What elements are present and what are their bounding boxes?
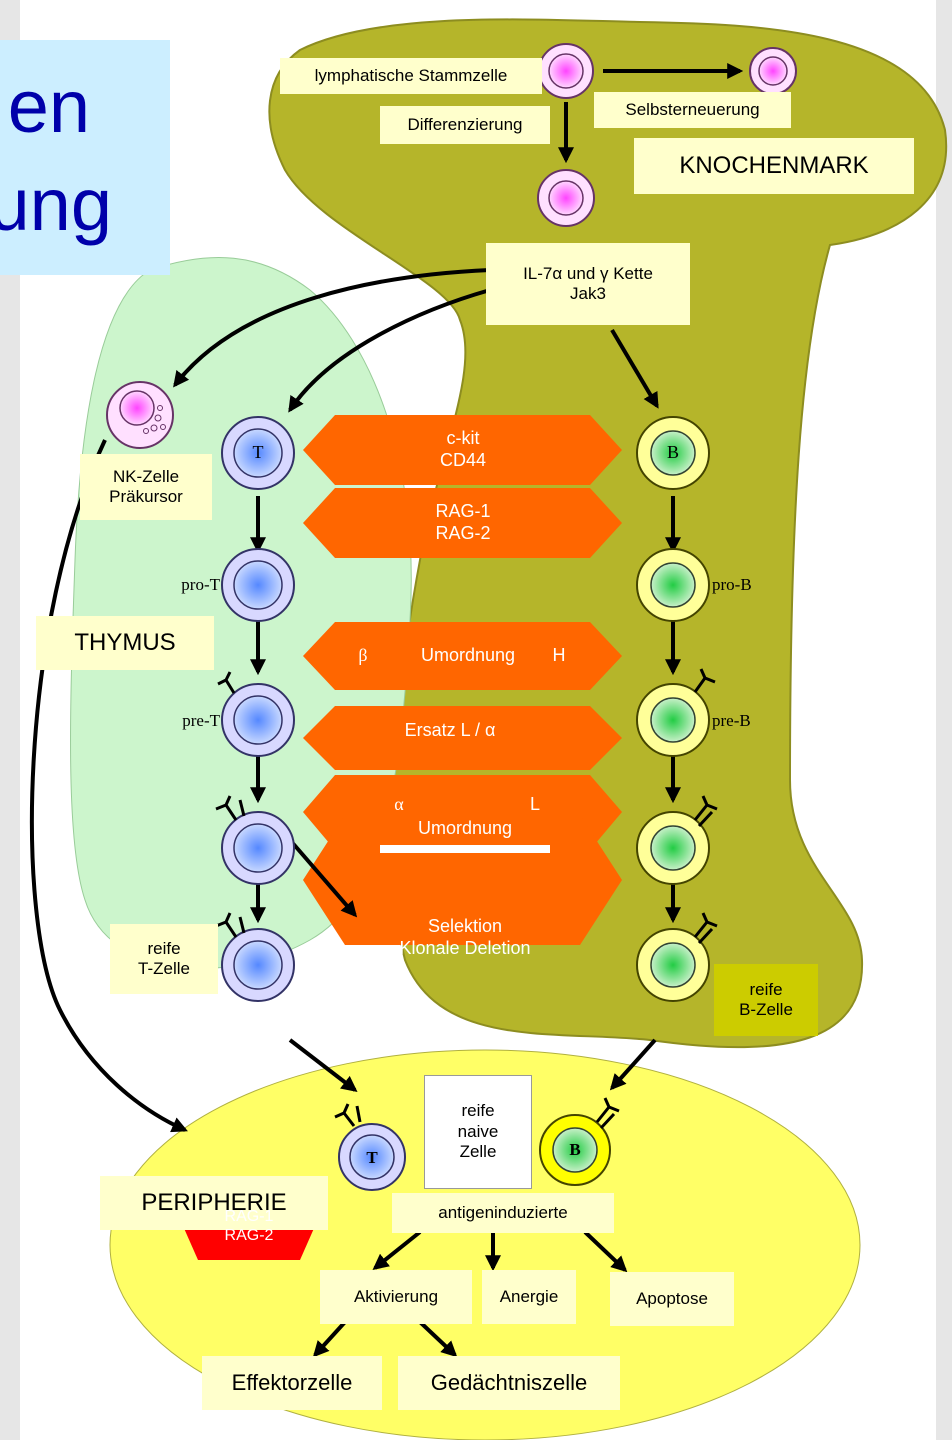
differentiated-progenitor-cell — [537, 169, 595, 227]
mature-b-line2: B-Zelle — [739, 1000, 793, 1019]
pre-b-cell — [636, 668, 716, 757]
stage-ckit-text: c-kit CD44 — [320, 418, 606, 482]
double-receptor-b-cell — [636, 795, 718, 885]
title-fragment-box — [0, 40, 170, 275]
stage-beta-symbol: β — [358, 645, 368, 666]
pro-t-cell — [221, 548, 295, 622]
il7-receptor-box: IL-7α und γ Kette Jak3 — [486, 243, 690, 325]
mature-t-line2: T-Zelle — [138, 959, 190, 978]
nk-precursor-line1: NK-Zelle — [112, 466, 180, 486]
title-fragment-line2: ung — [0, 162, 112, 246]
periphery-t-letter: T — [366, 1147, 378, 1167]
stem-cell-label: lymphatische Stammzelle — [280, 58, 542, 94]
naive-cell-line3: Zelle — [459, 1142, 497, 1162]
stage-ckit-line1: c-kit — [446, 428, 480, 449]
periphery-label: PERIPHERIE — [100, 1176, 328, 1230]
stage-rag-line1: RAG-1 — [435, 501, 491, 522]
pro-b-cell — [636, 548, 710, 622]
stage-beta-rearrangement: Umordnung — [420, 645, 516, 666]
antigen-induced-label: antigeninduzierte — [392, 1193, 614, 1233]
il7-receptor-line1: IL-7α und γ Kette — [523, 263, 653, 283]
double-receptor-t-cell — [215, 795, 295, 885]
mature-b-label: reife B-Zelle — [714, 964, 818, 1036]
pre-t-cell — [217, 671, 295, 757]
title-fragment-line1: en — [7, 64, 90, 148]
nk-precursor-cell — [106, 381, 174, 449]
bone-marrow-label: KNOCHENMARK — [634, 138, 914, 194]
periphery-rag-line2: RAG-2 — [224, 1227, 274, 1244]
memory-cell-label: Gedächtniszelle — [398, 1356, 620, 1410]
differentiation-label: Differenzierung — [380, 106, 550, 144]
periphery-b-cell — [539, 1097, 620, 1186]
mature-b-cell — [636, 912, 718, 1002]
nk-precursor-label: NK-Zelle Präkursor — [80, 454, 212, 520]
effector-cell-label: Effektorzelle — [202, 1356, 382, 1410]
periphery-b-letter: B — [569, 1139, 581, 1159]
right-gray-margin — [936, 0, 952, 1440]
mature-t-line1: reife — [147, 938, 181, 958]
mature-t-label: reife T-Zelle — [110, 924, 218, 994]
il7-receptor-line2: Jak3 — [570, 284, 606, 303]
periphery-region — [109, 1049, 861, 1440]
stage-selection-line1: Selektion — [427, 916, 503, 937]
periphery-rag-line1: RAG-1 — [224, 1207, 274, 1225]
nk-precursor-line2: Präkursor — [109, 487, 183, 506]
mature-b-line1: reife — [749, 979, 783, 999]
thymus-label: THYMUS — [36, 616, 214, 670]
periphery-rag-text: RAG-1 RAG-2 — [198, 1194, 300, 1258]
periphery-t-cell — [334, 1103, 406, 1191]
stage-selection-line2: Klonale Deletion — [399, 938, 531, 958]
stage-hexagon-beta — [303, 622, 622, 690]
arrows — [29, 63, 744, 1358]
self-renewal-label: Selbsterneuerung — [594, 92, 791, 128]
stage-divider — [380, 845, 550, 853]
mature-t-cell — [215, 912, 295, 1002]
naive-cell-line2: naive — [457, 1121, 499, 1141]
pro-b-label: pro-B — [712, 574, 752, 594]
anergy-label: Anergie — [482, 1270, 576, 1324]
b-cell-early — [636, 416, 710, 490]
stage-hexagon-ckit — [303, 415, 622, 485]
stage-alpha-light: L — [529, 794, 540, 815]
stage-beta-heavy: H — [552, 645, 566, 666]
pre-t-label: pre-T — [182, 710, 220, 730]
stage-ckit-line2: CD44 — [439, 450, 487, 470]
activation-label: Aktivierung — [320, 1270, 472, 1324]
stage-rag-text: RAG-1 RAG-2 — [320, 491, 606, 555]
stage-selection-text: Selektion Klonale Deletion — [330, 908, 600, 968]
left-gray-margin — [0, 0, 20, 1440]
pre-b-label: pre-B — [712, 710, 751, 730]
naive-cell-line1: reife — [461, 1101, 495, 1121]
stage-hexagon-surrogate — [303, 706, 622, 770]
t-cell-early — [221, 416, 295, 490]
stage-rag-line2: RAG-2 — [435, 523, 491, 543]
t-cell-letter: T — [252, 442, 264, 463]
naive-cell-box: reife naive Zelle — [424, 1075, 532, 1189]
b-cell-letter: B — [666, 442, 679, 463]
stage-alpha-rearrangement: Umordnung — [417, 818, 513, 839]
stage-alpha-symbol: α — [394, 794, 404, 815]
stem-cell — [538, 43, 594, 99]
self-renewed-stem-cell — [749, 47, 797, 95]
stage-hexagon-rag — [303, 488, 622, 558]
apoptosis-label: Apoptose — [610, 1272, 734, 1326]
stage-surrogate-text: Ersatz L / α — [404, 720, 496, 741]
pro-t-label: pro-T — [181, 574, 220, 594]
